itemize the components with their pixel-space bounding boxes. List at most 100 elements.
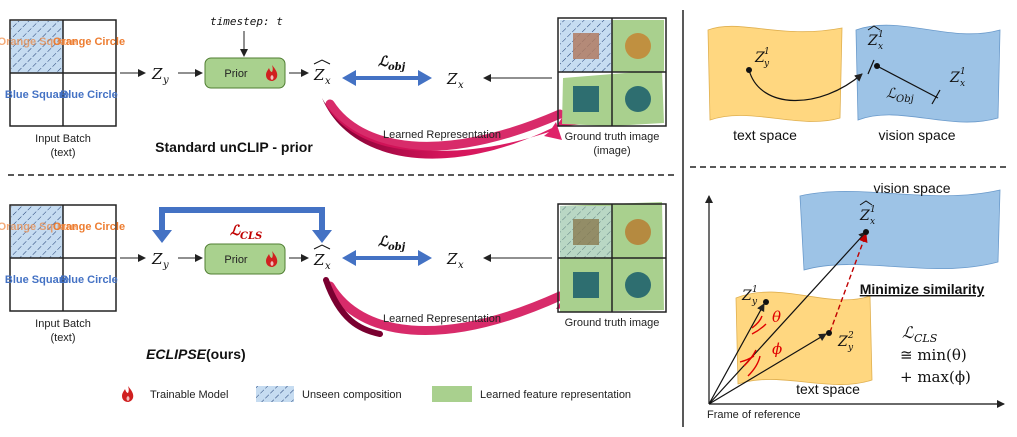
- cell-blue-square-1: Blue Square: [5, 89, 69, 101]
- zy-label-2: Z: [151, 250, 163, 268]
- svg-text:1: 1: [764, 47, 770, 57]
- prior-model-box-2: [204, 243, 286, 275]
- text-space-label-1: text space: [733, 127, 797, 143]
- blue-circle-shape: [625, 86, 651, 112]
- input-batch-caption-1b: (text): [50, 147, 75, 159]
- svg-text:1: 1: [960, 67, 966, 77]
- svg-text:y: y: [162, 75, 169, 86]
- z1x-hat-label-2: Z: [859, 208, 870, 224]
- vision-space-label-1: vision space: [878, 127, 955, 143]
- zy-label-1: Z: [151, 65, 163, 83]
- svg-text:CLS: CLS: [240, 231, 262, 242]
- svg-text:1: 1: [878, 30, 884, 40]
- svg-text:1: 1: [870, 205, 876, 215]
- unseen-cell-hatch: [11, 21, 63, 73]
- bottom-pipeline: ℒ CLS Z y Prior Z x ℒ obj Z x Learned Re…: [120, 207, 584, 337]
- theta-label: θ: [772, 308, 781, 326]
- svg-text:x: x: [458, 80, 464, 91]
- legend-trainable: Trainable Model: [150, 389, 228, 401]
- learned-representation-label-2: Learned Representation: [383, 313, 501, 325]
- text-space-shape-1: [707, 25, 843, 122]
- legend-hatch-swatch: [256, 386, 294, 402]
- cell-orange-square-1: Orange Square: [0, 36, 76, 48]
- svg-text:CLS: CLS: [914, 332, 938, 345]
- z2y-label: Z: [837, 334, 848, 350]
- loss-obj-label-right: ℒ: [886, 86, 897, 102]
- ground-truth-caption-1: Ground truth image: [565, 131, 660, 143]
- ground-truth-caption-1b: (image): [593, 145, 630, 157]
- svg-text:y: y: [847, 343, 854, 353]
- min-theta-label: ≅ min(θ): [900, 346, 967, 364]
- svg-text:ECLIPSE: ECLIPSE: [146, 346, 207, 362]
- prior-label-1: Prior: [224, 68, 248, 80]
- zx-label-1: Z: [446, 70, 458, 88]
- blue-square-shape: [573, 86, 599, 112]
- zx-label-2: Z: [446, 250, 458, 268]
- top-pipeline: Z y timestep: t Prior Z x ℒ obj Z x Lear…: [120, 15, 584, 159]
- learned-representation-arrow-2: [325, 281, 565, 335]
- loss-double-arrow-2: [342, 250, 432, 266]
- top-input-batch: Orange Square Orange Circle Blue Square …: [0, 19, 125, 159]
- cell-orange-circle-1: Orange Circle: [53, 36, 125, 48]
- text-space-label-2: text space: [796, 381, 860, 397]
- right-bottom-frame: vision space text space Frame of referen…: [705, 180, 1005, 421]
- prior-label-2: Prior: [224, 254, 248, 266]
- loss-double-arrow-1: [342, 70, 432, 86]
- cell-blue-square-2: Blue Square: [5, 274, 69, 286]
- svg-text:x: x: [325, 261, 331, 272]
- svg-text:x: x: [325, 76, 331, 87]
- minimize-similarity-label: Minimize similarity: [860, 281, 985, 297]
- svg-text:obj: obj: [388, 62, 406, 73]
- svg-text:x: x: [960, 79, 965, 89]
- input-batch-caption-1: Input Batch: [35, 133, 91, 145]
- top-ground-truth-image: Ground truth image (image): [557, 17, 667, 157]
- zx-hat-label-1: Z: [313, 66, 325, 84]
- z1x-hat-label: Z: [867, 33, 878, 49]
- bottom-ground-truth-image: Ground truth image: [557, 202, 667, 329]
- text-space-shape-2: [735, 291, 873, 385]
- cell-blue-circle-2: Blue Circle: [60, 274, 117, 286]
- svg-text:x: x: [878, 42, 883, 52]
- svg-text:1: 1: [752, 285, 758, 295]
- legend-unseen: Unseen composition: [302, 389, 402, 401]
- vision-space-label-2: vision space: [873, 180, 950, 196]
- loss-cls-label: ℒ: [230, 223, 241, 239]
- z1y-label: Z: [754, 50, 765, 66]
- input-batch-caption-2: Input Batch: [35, 318, 91, 330]
- phi-label: ϕ: [772, 340, 782, 358]
- cell-orange-square-2: Orange Square: [0, 221, 76, 233]
- z1y-label-2: Z: [741, 288, 752, 304]
- loss-obj-label-2: ℒ: [378, 234, 389, 250]
- prior-model-box-1: [204, 57, 286, 89]
- cell-orange-circle-2: Orange Circle: [53, 221, 125, 233]
- z1x-label: Z: [949, 70, 960, 86]
- input-batch-caption-2b: (text): [50, 332, 75, 344]
- svg-text:y: y: [162, 260, 169, 271]
- svg-text:x: x: [458, 260, 464, 271]
- right-top-spaces: Z y 1 Z x 1 ℒ Obj Z x 1 text space visio…: [707, 24, 1001, 143]
- vision-space-shape-1: [855, 24, 1001, 123]
- standard-unclip-title: Standard unCLIP - prior: [155, 139, 313, 155]
- svg-text:2: 2: [847, 331, 854, 341]
- vision-space-shape-2: [799, 189, 1001, 271]
- svg-text:obj: obj: [388, 242, 406, 253]
- legend-feature: Learned feature representation: [480, 389, 631, 401]
- zx-hat-label-2: Z: [313, 251, 325, 269]
- svg-text:Obj: Obj: [896, 94, 914, 105]
- bottom-input-batch: Orange Square Orange Circle Blue Square …: [0, 204, 125, 344]
- legend: Trainable Model Unseen composition Learn…: [122, 386, 631, 402]
- loss-obj-label-1: ℒ: [378, 54, 389, 70]
- ground-truth-caption-2: Ground truth image: [565, 317, 660, 329]
- timestep-label: timestep: t: [210, 15, 283, 28]
- flame-icon: [122, 386, 134, 402]
- frame-of-reference-label: Frame of reference: [707, 409, 801, 421]
- svg-text:y: y: [751, 297, 758, 307]
- max-phi-label: + max(ϕ): [900, 368, 971, 386]
- learned-representation-label-1: Learned Representation: [383, 129, 501, 141]
- orange-circle-shape: [625, 33, 651, 59]
- svg-text:y: y: [763, 59, 770, 69]
- loss-cls-right: ℒ: [902, 323, 914, 342]
- svg-text:(ours): (ours): [206, 346, 246, 362]
- cell-blue-circle-1: Blue Circle: [60, 89, 117, 101]
